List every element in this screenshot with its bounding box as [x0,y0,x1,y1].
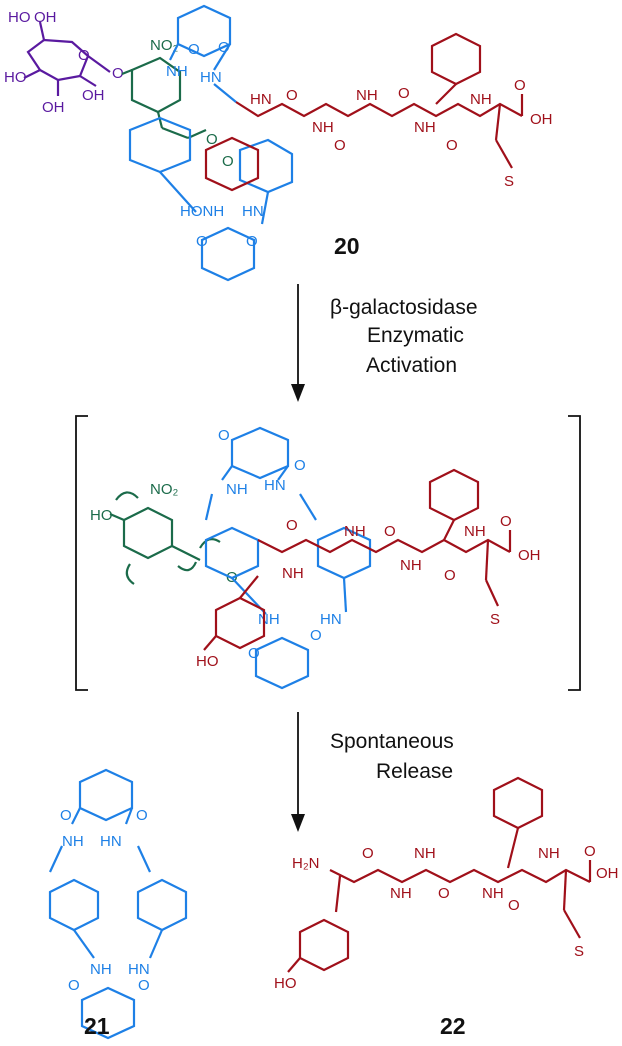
atom-label: OH [530,111,553,128]
step1-line1: β-galactosidase [330,296,478,319]
atom-label: HN [100,833,122,850]
atom-label: H₂N [292,855,320,872]
atom-label: NH [344,523,366,540]
peptide-chain: HN O NH O NH O NH O NH O OH S [204,32,553,192]
atom-label: O [446,137,458,154]
step2-line2: Release [376,760,453,783]
atom-label: O [500,513,512,530]
atom-label: HN [200,69,222,86]
atom-label: O [78,47,90,64]
atom-label: NH [258,611,280,628]
atom-label: O [136,807,148,824]
atom-label: NO₂ [150,37,179,54]
reaction-arrow-1 [291,284,305,402]
atom-label: HN [264,477,286,494]
atom-label: O [112,65,124,82]
atom-label: O [508,897,520,914]
atom-label: O [384,523,396,540]
atom-label: O [68,977,80,994]
atom-label: O [218,427,230,444]
atom-label: NH [470,91,492,108]
nitrophenyl-linker: NO₂ O O [121,37,234,170]
macrocycle-unit-intermediate: O O NH HN NH HN O O [204,426,372,690]
atom-label: O [286,517,298,534]
atom-label: NH [166,63,188,80]
atom-label: NH [390,885,412,902]
atom-label: S [504,173,514,190]
atom-label: O [218,39,230,56]
step2-line1: Spontaneous [330,730,454,753]
intermediate-brackets [75,415,581,691]
step1-conditions: β-galactosidase Enzymatic Activation [330,296,478,377]
atom-label: O [398,85,410,102]
atom-label: O [310,627,322,644]
atom-label: NH [312,119,334,136]
atom-label: NH [226,481,248,498]
atom-label: HO [90,507,113,524]
atom-label: NH [464,523,486,540]
atom-label: HO [8,9,31,26]
galactose-unit: HO OH HO OH OH O O [4,9,124,116]
atom-label: OH [596,865,619,882]
atom-label: HN [250,91,272,108]
compound-number-22: 22 [440,1013,466,1039]
atom-label: O [222,153,234,170]
atom-label: S [574,943,584,960]
atom-label: O [444,567,456,584]
atom-label: OH [34,9,57,26]
atom-label: OH [42,99,65,116]
atom-label: O [60,807,72,824]
atom-label: NO₂ [150,481,179,498]
atom-label: NH [356,87,378,104]
atom-label: O [138,977,150,994]
atom-label: HN [128,961,150,978]
atom-label: HN [320,611,342,628]
atom-label: NH [400,557,422,574]
compound-number-20: 20 [334,233,360,259]
step2-conditions: Spontaneous Release [330,730,454,783]
reaction-arrow-2 [291,712,305,832]
atom-label: NH [414,119,436,136]
atom-label: HO [4,69,27,86]
atom-label: OH [518,547,541,564]
atom-label: NH [282,565,304,582]
step1-line2: Enzymatic [367,324,464,347]
atom-label: NH [90,961,112,978]
atom-label: NH [538,845,560,862]
atom-label: NH [62,833,84,850]
atom-label: HO [196,653,219,670]
macrocycle-unit: NH HN O O HONH HN O O [128,4,294,282]
atom-label: O [246,233,258,250]
atom-label: HONH [180,203,224,220]
atom-label: O [514,77,526,94]
atom-label: HN [242,203,264,220]
compound-22-structure: H₂N HO O NH NH O NH O NH O OH S [274,776,619,992]
atom-label: O [188,41,200,58]
atom-label: O [196,233,208,250]
intermediate-structure: HO NO₂ O O O NH HN NH HN O O [90,426,541,690]
step1-line3: Activation [366,354,457,377]
atom-label: NH [482,885,504,902]
compound-20-structure: HO OH HO OH OH O O NO₂ O O NH HN O O [4,4,553,282]
atom-label: HO [274,975,297,992]
peptide-chain-intermediate: HO NH O NH O NH O NH O OH S [196,468,541,670]
atom-label: O [362,845,374,862]
atom-label: O [438,885,450,902]
atom-label: OH [82,87,105,104]
atom-label: O [206,131,218,148]
atom-label: S [490,611,500,628]
compound-21-structure: O O NH HN NH HN O O [48,768,188,1040]
atom-label: O [294,457,306,474]
atom-label: O [584,843,596,860]
compound-number-21: 21 [84,1013,110,1039]
atom-label: O [334,137,346,154]
atom-label: O [286,87,298,104]
atom-label: NH [414,845,436,862]
atom-label: O [248,645,260,662]
